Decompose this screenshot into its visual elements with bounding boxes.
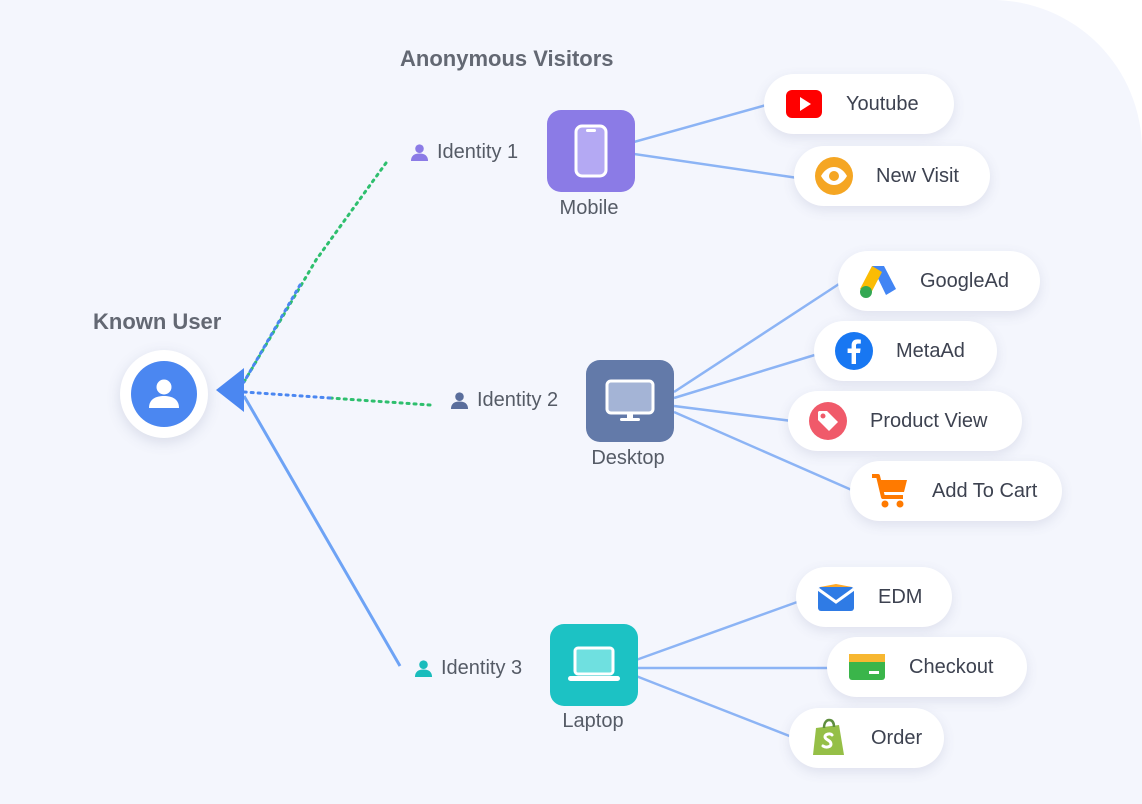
eye-icon	[814, 156, 854, 196]
identity-2-label: Identity 2	[477, 389, 559, 411]
facebook-icon	[834, 331, 874, 371]
envelope-icon	[816, 577, 856, 617]
connector-desktop-product-view	[673, 404, 793, 423]
laptop-icon	[568, 646, 620, 681]
device-laptop[interactable]	[550, 624, 638, 706]
event-add-to-cart[interactable]: Add To Cart	[850, 461, 1062, 521]
mobile-phone-icon	[574, 124, 608, 178]
known-user-label: Known User	[93, 309, 222, 334]
event-edm-label: EDM	[878, 585, 923, 608]
device-mobile[interactable]	[547, 110, 635, 192]
known-user-avatar[interactable]	[120, 350, 208, 438]
arrow-head	[216, 368, 244, 412]
price-tag-icon	[808, 401, 848, 441]
event-metaad-label: MetaAd	[896, 339, 965, 362]
event-googlead-label: GoogleAd	[920, 269, 1009, 292]
person-icon	[414, 660, 433, 678]
event-new-visit[interactable]: New Visit	[794, 146, 990, 206]
connector-identity-2-blue	[242, 390, 332, 400]
known-user-avatar-circle	[131, 361, 197, 427]
device-mobile-label: Mobile	[559, 197, 619, 219]
identity-3[interactable]: Identity 3	[414, 657, 522, 680]
connector-identity-2	[328, 396, 432, 407]
device-laptop-label: Laptop	[562, 710, 624, 732]
anonymous-visitors-title: Anonymous Visitors	[400, 46, 614, 71]
identity-1-label: Identity 1	[437, 141, 519, 163]
event-checkout[interactable]: Checkout	[827, 637, 1027, 697]
connector-mobile-new-visit	[633, 152, 799, 180]
event-checkout-label: Checkout	[909, 655, 994, 678]
device-desktop-label: Desktop	[591, 447, 665, 469]
shopping-cart-icon	[870, 471, 910, 511]
event-product-view-label: Product View	[870, 409, 988, 432]
user-icon	[149, 379, 179, 408]
event-edm[interactable]: EDM	[796, 567, 952, 627]
event-product-view[interactable]: Product View	[788, 391, 1022, 451]
connector-desktop-googlead	[673, 280, 843, 394]
event-metaad[interactable]: MetaAd	[814, 321, 997, 381]
connector-mobile-youtube	[633, 102, 771, 144]
connector-identity-1	[242, 161, 388, 384]
event-googlead[interactable]: GoogleAd	[838, 251, 1040, 311]
event-youtube[interactable]: Youtube	[764, 74, 954, 134]
connector-laptop-order	[635, 674, 793, 739]
youtube-icon	[784, 84, 824, 124]
google-ads-icon	[858, 261, 898, 301]
credit-card-icon	[847, 647, 887, 687]
device-desktop[interactable]	[586, 360, 674, 442]
event-order[interactable]: Order	[789, 708, 944, 768]
connector-identity-1-blue	[242, 283, 302, 384]
desktop-monitor-icon	[605, 379, 655, 421]
person-icon	[410, 144, 429, 162]
event-order-label: Order	[871, 726, 923, 749]
event-add-to-cart-label: Add To Cart	[932, 479, 1038, 502]
identity-3-label: Identity 3	[441, 657, 523, 679]
connector-identity-3	[242, 395, 402, 667]
connector-desktop-metaad	[673, 352, 819, 400]
identity-1[interactable]: Identity 1	[410, 141, 518, 164]
event-youtube-label: Youtube	[846, 92, 919, 115]
connector-desktop-add-to-cart	[673, 410, 855, 493]
event-new-visit-label: New Visit	[876, 164, 959, 187]
identity-2[interactable]: Identity 2	[450, 389, 558, 412]
person-icon	[450, 392, 469, 410]
connector-laptop-edm	[635, 599, 801, 662]
shopify-bag-icon	[809, 718, 849, 758]
